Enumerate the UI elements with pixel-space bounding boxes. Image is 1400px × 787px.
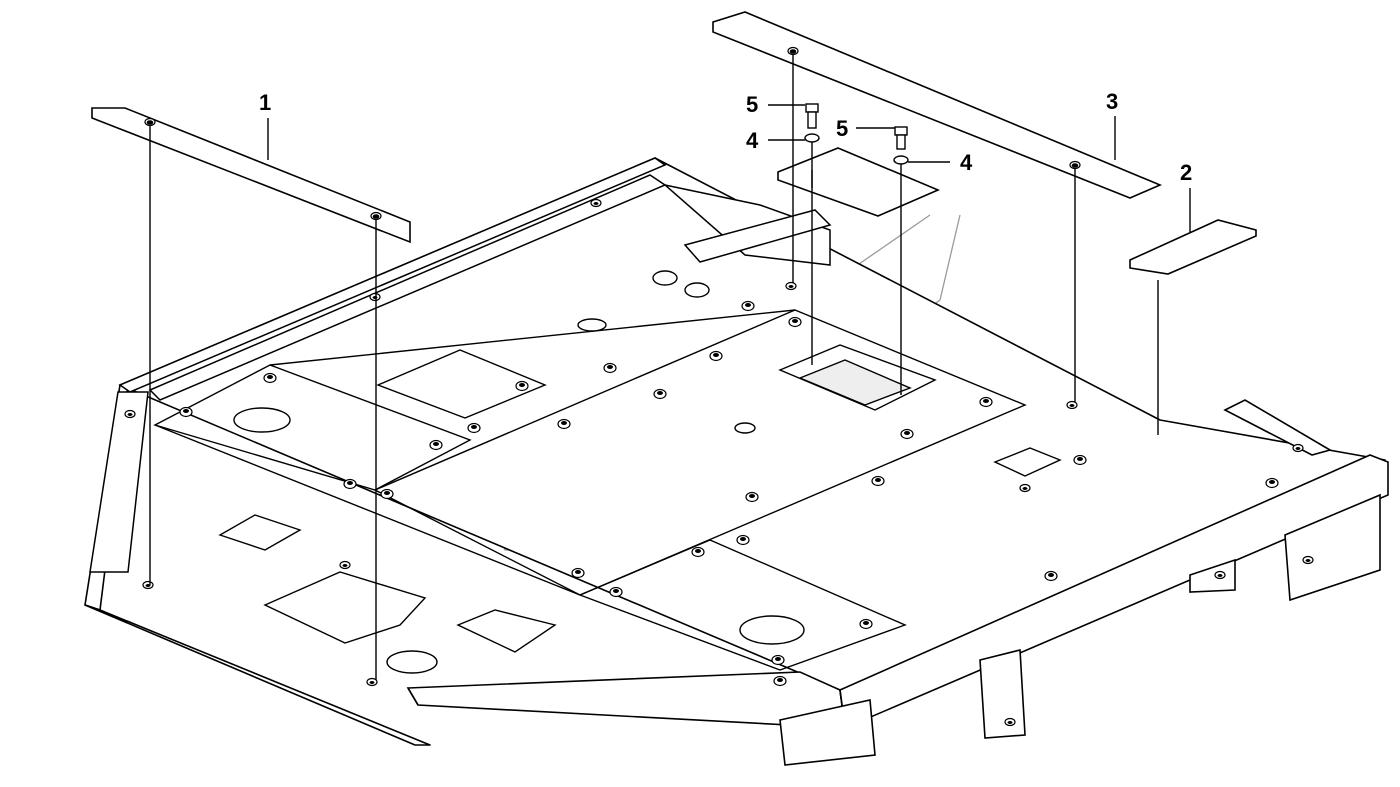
right-frame-rail [779, 399, 1389, 766]
bolt-5a [804, 103, 820, 143]
rear-frame-rail [118, 157, 832, 401]
part-2-strip [1129, 219, 1257, 275]
callout-3-label: 3 [1106, 89, 1119, 114]
callout-5b-label: 5 [836, 116, 849, 141]
part-3-strip [712, 11, 1163, 199]
callout-2-label: 2 [1180, 160, 1193, 185]
part-1-plate [91, 107, 411, 244]
callout-4a-label: 4 [746, 128, 759, 153]
center-panels [153, 309, 1027, 671]
bolt-5b [893, 126, 909, 165]
callout-5a-label: 5 [746, 92, 759, 117]
cover-plate [777, 147, 941, 217]
panel-cutouts [218, 344, 1062, 653]
callout-1-label: 1 [259, 90, 272, 115]
leader-lines [267, 104, 1191, 232]
round-openings [233, 270, 805, 674]
callout-4b-label: 4 [960, 150, 973, 175]
assembly-lines [149, 55, 1159, 680]
left-front-rail [89, 391, 149, 573]
